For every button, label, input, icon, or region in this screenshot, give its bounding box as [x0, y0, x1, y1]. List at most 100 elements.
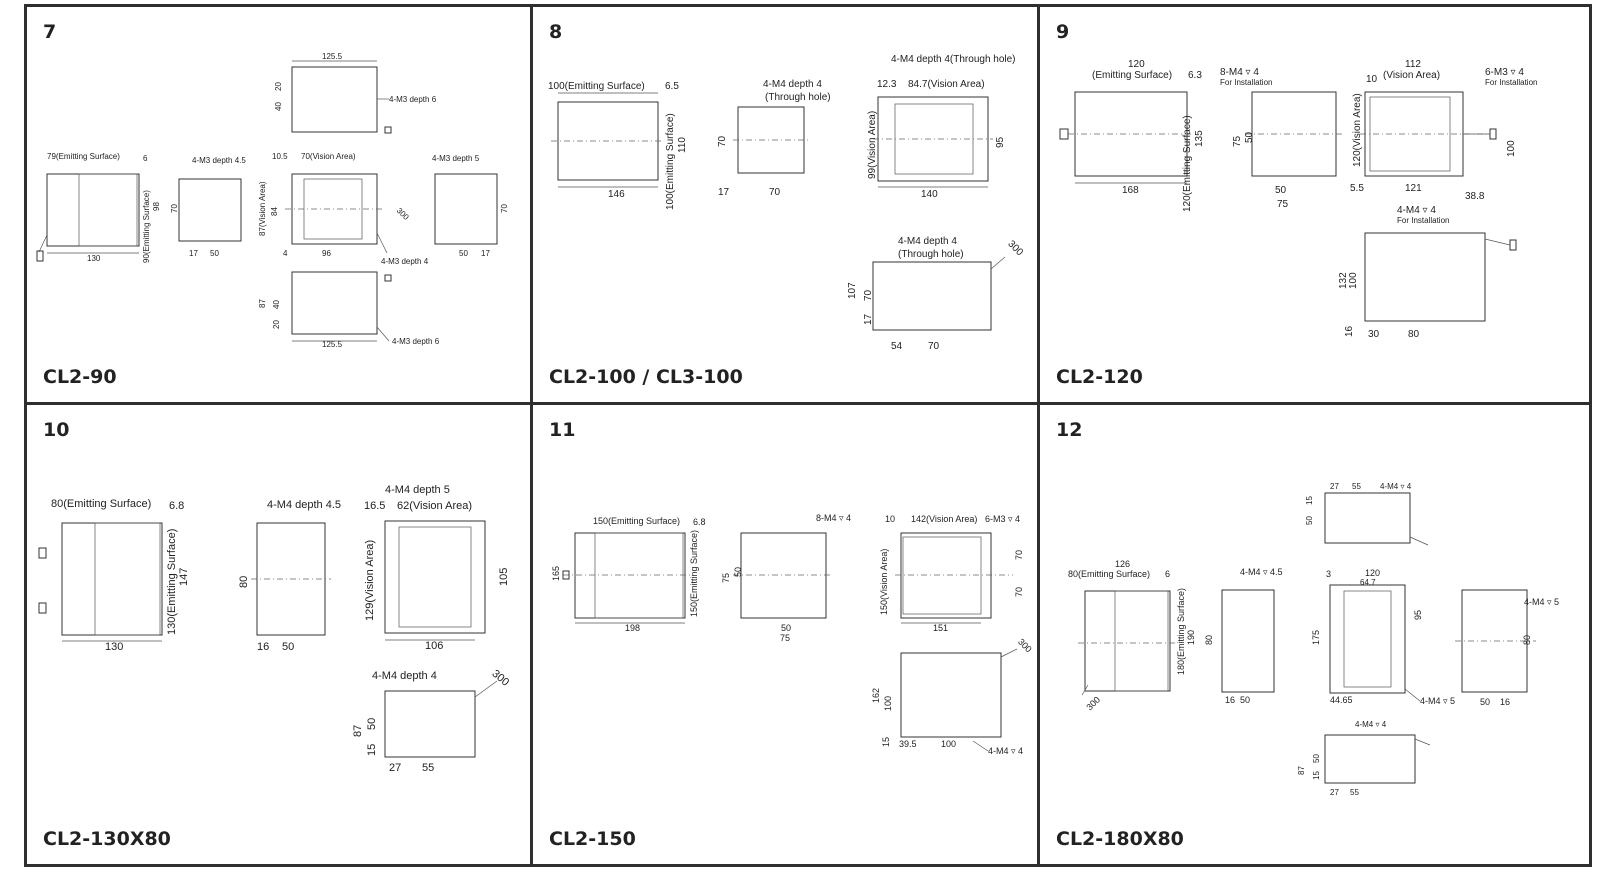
dimension-label: 8-M4 ▿ 4 [816, 513, 851, 523]
dimension-label: 5.5 [1350, 183, 1364, 194]
dimension-label: 142(Vision Area) [911, 514, 977, 524]
dimension-label: For Installation [1485, 78, 1537, 87]
drawing-cl2-100: 100(Emitting Surface) 6.5 110 100(Emitti… [548, 54, 1025, 352]
dimension-label: (Emitting Surface) [1092, 70, 1172, 81]
dimension-label: 80 [1408, 329, 1420, 340]
dimension-line [474, 680, 498, 698]
dimension-label: 129(Vision Area) [364, 540, 376, 621]
dimension-label: (Through hole) [898, 249, 964, 260]
dimension-label: 17 [863, 313, 874, 325]
dimension-label: 15 [1305, 496, 1314, 505]
dimension-label: 62(Vision Area) [397, 500, 472, 512]
dimension-label: 70 [1014, 550, 1024, 560]
dimension-label: 147 [178, 568, 190, 586]
dimension-label: 70 [863, 289, 874, 301]
dimension-label: 50 [1275, 185, 1287, 196]
drawing-outline [877, 96, 989, 182]
dimension-label: 15 [881, 737, 891, 747]
dimension-label: 20 [274, 82, 283, 91]
drawing-outline [872, 261, 992, 331]
dimension-label: 80(Emitting Surface) [1068, 569, 1150, 579]
dimension-label: 50 [366, 718, 378, 730]
dimension-label: 130 [105, 641, 123, 653]
dimension-label: 126 [1115, 559, 1130, 569]
dimension-label: 80 [238, 576, 250, 588]
dimension-line [1414, 738, 1431, 746]
dimension-label: 6-M3 ▿ 4 [1485, 67, 1524, 78]
drawing-outline [94, 522, 161, 636]
drawing-outline [1074, 91, 1188, 177]
panel-number: 12 [1056, 419, 1083, 441]
dimension-label: 16 [1500, 697, 1510, 707]
drawing-outline [562, 570, 570, 580]
drawing-outline [594, 532, 684, 619]
dimension-label: 16 [257, 641, 269, 653]
panel-cl2-100: 8 CL2-100 / CL3-100 100(Emitting Surface… [533, 7, 1037, 402]
panel-cl2-120: 9 CL2-120 120 (Emitting Surface) 6.3 135… [1040, 7, 1595, 402]
dimension-label: 107 [847, 282, 858, 299]
dimension-label: 4-M4 ▿ 4 [1397, 205, 1436, 216]
dimension-label: 80 [1522, 635, 1532, 645]
dimension-label: 180(Emitting Surface) [1176, 588, 1186, 675]
dimension-label: 10 [885, 514, 895, 524]
dimension-label: 75 [780, 633, 790, 643]
dimension-label: 10.5 [272, 152, 288, 161]
dimension-label: 27 [389, 762, 401, 774]
dimension-label: 16.5 [364, 500, 385, 512]
drawing-cl2-180x80: 27 55 4-M4 ▿ 4 15 50 126 80(Emitting Sur… [1068, 482, 1559, 797]
dimension-label: 4-M3 depth 4 [381, 257, 429, 266]
dimension-label: For Installation [1220, 78, 1272, 87]
drawing-cl2-150: 150(Emitting Surface) 6.8 165 150(Emitti… [551, 513, 1034, 756]
dimension-label: 75 [1232, 135, 1243, 147]
drawing-outline [384, 520, 486, 634]
dimension-label: 39.5 [899, 739, 917, 749]
dimension-label: 64.7 [1360, 578, 1376, 587]
dimension-label: 87 [1297, 766, 1306, 775]
dimension-label: 4-M4 ▿ 4 [1355, 720, 1387, 729]
dimension-label: 16 [1344, 325, 1355, 337]
dimension-label: 4-M4 depth 4 [763, 79, 822, 90]
dimension-label: 100(Emitting Surface) [665, 113, 676, 210]
drawing-cl2-120: 120 (Emitting Surface) 6.3 135 120(Emitt… [1059, 59, 1537, 340]
panel-number: 10 [43, 419, 70, 441]
dimension-label: 121 [1405, 183, 1422, 194]
drawing-outline [46, 173, 140, 247]
dimension-label: 135 [1194, 130, 1205, 147]
drawing-outline [1329, 584, 1406, 694]
drawing-outline [38, 602, 47, 614]
dimension-label: 40 [272, 300, 281, 309]
dimension-line [1404, 688, 1421, 702]
dimension-label: 3 [1326, 569, 1331, 579]
dimension-label: 17 [189, 249, 198, 258]
dimension-label: 80 [1204, 635, 1214, 645]
panel-model-name: CL2-150 [549, 828, 636, 850]
dimension-line [1000, 648, 1018, 658]
panel-model-name: CL2-180X80 [1056, 828, 1184, 850]
grid-divider-v1 [530, 7, 533, 864]
dimension-label: 70 [928, 341, 940, 352]
drawing-outline [398, 526, 472, 628]
dimension-label: 99(Vision Area) [867, 111, 878, 179]
dimension-label: 190 [1186, 630, 1196, 645]
grid-divider-h [27, 402, 1589, 405]
dimension-label: 96 [322, 249, 331, 258]
dimension-label: 70 [1014, 587, 1024, 597]
dimension-label: 50 [733, 567, 743, 577]
dimension-label: 84.7(Vision Area) [908, 79, 985, 90]
dimension-label: 130(Emitting Surface) [166, 529, 178, 635]
dimension-label: 4-M4 ▿ 5 [1420, 696, 1455, 706]
dimension-label: 20 [272, 320, 281, 329]
dimension-label: 95 [1413, 610, 1423, 620]
drawing-outline [900, 652, 1002, 738]
dimension-label: 27 [1330, 788, 1339, 797]
dimension-label: 6.8 [693, 517, 706, 527]
dimension-label: 140 [921, 189, 938, 200]
drawing-outline [291, 66, 378, 133]
dimension-label: 50 [1312, 754, 1321, 763]
drawing-outline [1114, 590, 1169, 692]
dimension-label: 17 [718, 187, 730, 198]
drawing-outline [1324, 492, 1411, 544]
dimension-label: 40 [274, 102, 283, 111]
dimension-label: 15 [366, 744, 378, 756]
drawing-outline [384, 690, 476, 758]
